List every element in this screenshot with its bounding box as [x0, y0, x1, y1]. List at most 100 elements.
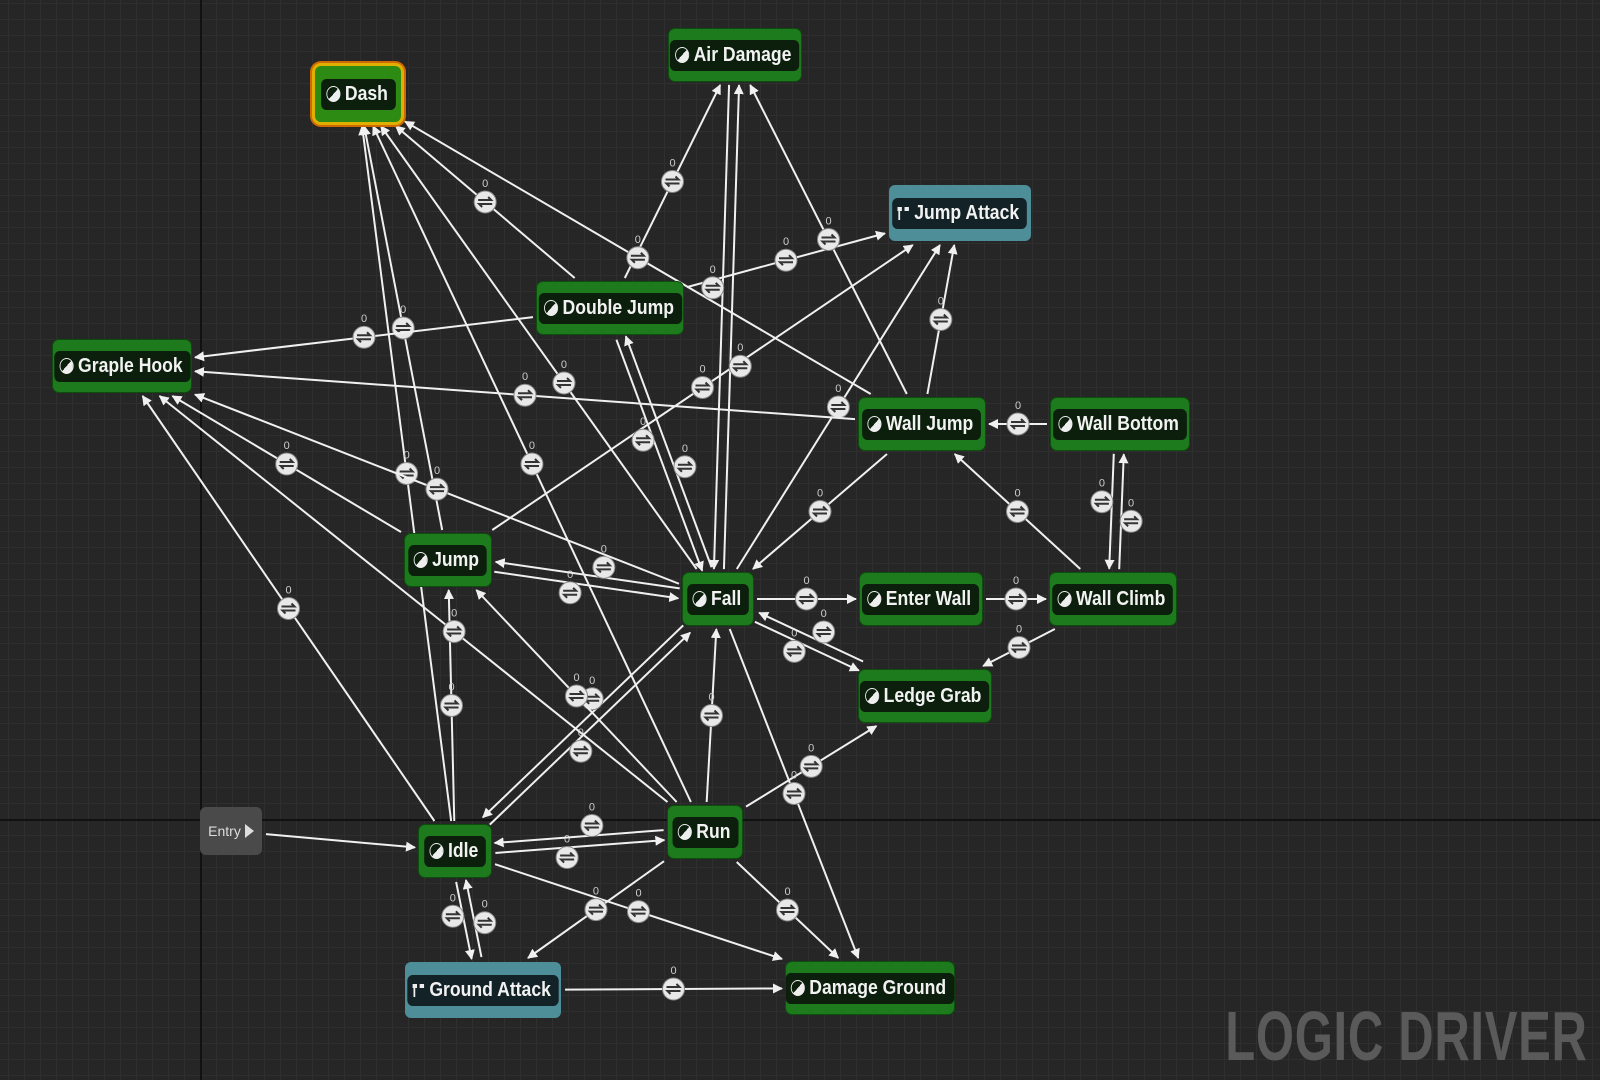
transition-icon[interactable]: 0 — [700, 692, 723, 727]
state-node-dash[interactable]: Dash — [315, 66, 401, 122]
transition-icon[interactable]: 0 — [661, 158, 684, 193]
state-icon — [429, 843, 444, 859]
transition-icon[interactable]: 0 — [558, 569, 582, 605]
transition-icon[interactable]: 0 — [1090, 478, 1114, 514]
state-icon — [867, 416, 882, 432]
transition-idle-to-ground-attack[interactable] — [455, 881, 475, 960]
transition-icon[interactable]: 0 — [782, 627, 806, 663]
transition-icon[interactable]: 0 — [473, 178, 497, 214]
node-label: Dash — [344, 82, 388, 105]
transition-priority-label: 0 — [803, 575, 809, 587]
state-node-run[interactable]: Run — [668, 806, 742, 858]
transition-icon[interactable]: 0 — [774, 236, 798, 272]
transition-wall-bottom-to-wall-climb[interactable] — [1104, 453, 1115, 570]
transition-run-to-idle[interactable] — [493, 829, 664, 848]
transition-icon[interactable]: 0 — [1007, 624, 1031, 659]
state-node-ledge-grab[interactable]: Ledge Grab — [859, 670, 991, 722]
transition-icon[interactable]: 0 — [580, 802, 604, 838]
transition-priority-label: 0 — [791, 627, 797, 639]
transition-icon[interactable]: 0 — [555, 834, 579, 870]
entry-transition[interactable] — [265, 833, 416, 852]
transition-icon[interactable]: 0 — [631, 416, 655, 452]
transition-wall-climb-to-wall-bottom[interactable] — [1118, 453, 1129, 570]
state-node-air-damage[interactable]: Air Damage — [669, 29, 801, 81]
transition-icon[interactable]: 0 — [513, 371, 537, 407]
transition-icon[interactable]: 0 — [442, 607, 466, 643]
state-node-jump-attack[interactable]: Jump Attack — [889, 185, 1031, 241]
transition-icon[interactable]: 0 — [673, 443, 697, 479]
state-node-jump[interactable]: Jump — [405, 534, 491, 586]
transition-icon[interactable]: 0 — [817, 216, 840, 251]
transition-icon[interactable]: 0 — [1006, 488, 1029, 523]
state-node-wall-climb[interactable]: Wall Climb — [1050, 573, 1176, 625]
transition-priority-label: 0 — [1099, 478, 1105, 490]
transition-icon[interactable]: 0 — [808, 488, 832, 523]
state-node-wall-bottom[interactable]: Wall Bottom — [1051, 398, 1189, 450]
transition-icon[interactable]: 0 — [812, 608, 836, 644]
state-icon — [1058, 416, 1073, 432]
state-icon — [865, 688, 880, 704]
transition-icon[interactable]: 0 — [701, 264, 725, 300]
transition-icon[interactable]: 0 — [691, 364, 715, 399]
transition-run-to-graple-hook[interactable] — [158, 395, 669, 803]
state-icon — [692, 591, 707, 607]
transition-icon[interactable]: 0 — [473, 899, 497, 935]
transition-icon[interactable]: 0 — [627, 888, 650, 924]
state-node-ground-attack[interactable]: Ground Attack — [405, 962, 561, 1018]
transition-icon[interactable]: 0 — [425, 465, 449, 501]
transition-icon[interactable]: 0 — [520, 440, 544, 476]
transition-fall-to-air-damage[interactable] — [722, 84, 744, 570]
transition-icon[interactable]: 0 — [782, 770, 806, 805]
transition-jump-to-fall[interactable] — [494, 570, 680, 602]
node-label: Graple Hook — [77, 354, 183, 377]
transition-ground-attack-to-idle[interactable] — [462, 879, 483, 958]
transition-double-jump-to-fall[interactable] — [615, 339, 704, 572]
entry-node[interactable]: Entry — [200, 807, 262, 855]
transition-icon[interactable]: 0 — [441, 892, 465, 928]
transition-icon[interactable]: 0 — [929, 296, 953, 331]
transition-icon[interactable]: 0 — [552, 359, 576, 395]
transition-icon[interactable]: 0 — [1006, 400, 1030, 436]
transition-icon[interactable]: 0 — [275, 440, 299, 476]
transition-icon[interactable]: 0 — [728, 342, 752, 378]
transition-priority-label: 0 — [601, 543, 607, 555]
transition-idle-to-fall[interactable] — [489, 631, 691, 826]
transition-priority-label: 0 — [450, 892, 456, 904]
transition-icon[interactable]: 0 — [1004, 575, 1028, 611]
transition-icon[interactable]: 0 — [799, 742, 823, 778]
state-node-idle[interactable]: Idle — [419, 825, 491, 877]
transition-icon[interactable]: 0 — [440, 682, 463, 717]
transition-idle-to-run[interactable] — [495, 835, 666, 854]
transition-fall-to-double-jump[interactable] — [624, 335, 713, 568]
transition-icon[interactable]: 0 — [584, 886, 608, 922]
state-node-enter-wall[interactable]: Enter Wall — [860, 573, 982, 625]
transition-icon[interactable]: 0 — [662, 965, 685, 1001]
transition-icon[interactable]: 0 — [277, 585, 300, 620]
transition-priority-label: 0 — [561, 359, 567, 371]
transition-icon[interactable]: 0 — [565, 672, 588, 708]
transition-icon[interactable]: 0 — [795, 575, 818, 611]
transition-icon[interactable]: 0 — [626, 234, 650, 270]
transition-fall-to-ledge-grab[interactable] — [754, 620, 860, 672]
state-node-double-jump[interactable]: Double Jump — [537, 282, 683, 334]
transition-air-damage-to-fall[interactable] — [709, 84, 731, 570]
transition-fall-to-idle[interactable] — [482, 624, 684, 819]
transition-ledge-grab-to-fall[interactable] — [758, 611, 864, 663]
node-label: Jump Attack — [914, 201, 1020, 224]
state-node-graple-hook[interactable]: Graple Hook — [53, 340, 191, 392]
transition-icon[interactable]: 0 — [826, 383, 850, 419]
transition-icon[interactable]: 0 — [1119, 497, 1143, 533]
transition-fall-to-dash[interactable] — [379, 125, 698, 570]
transition-fall-to-jump[interactable] — [494, 558, 680, 590]
state-node-fall[interactable]: Fall — [683, 573, 753, 625]
transition-icon[interactable]: 0 — [776, 886, 799, 922]
transition-icon[interactable]: 0 — [352, 313, 376, 349]
entry-pin-icon[interactable] — [244, 824, 254, 838]
transition-priority-label: 0 — [635, 234, 641, 246]
node-body: Jump Attack — [892, 197, 1028, 229]
state-node-wall-jump[interactable]: Wall Jump — [859, 398, 985, 450]
state-node-damage-ground[interactable]: Damage Ground — [785, 962, 955, 1014]
transition-icon[interactable]: 0 — [592, 543, 616, 579]
